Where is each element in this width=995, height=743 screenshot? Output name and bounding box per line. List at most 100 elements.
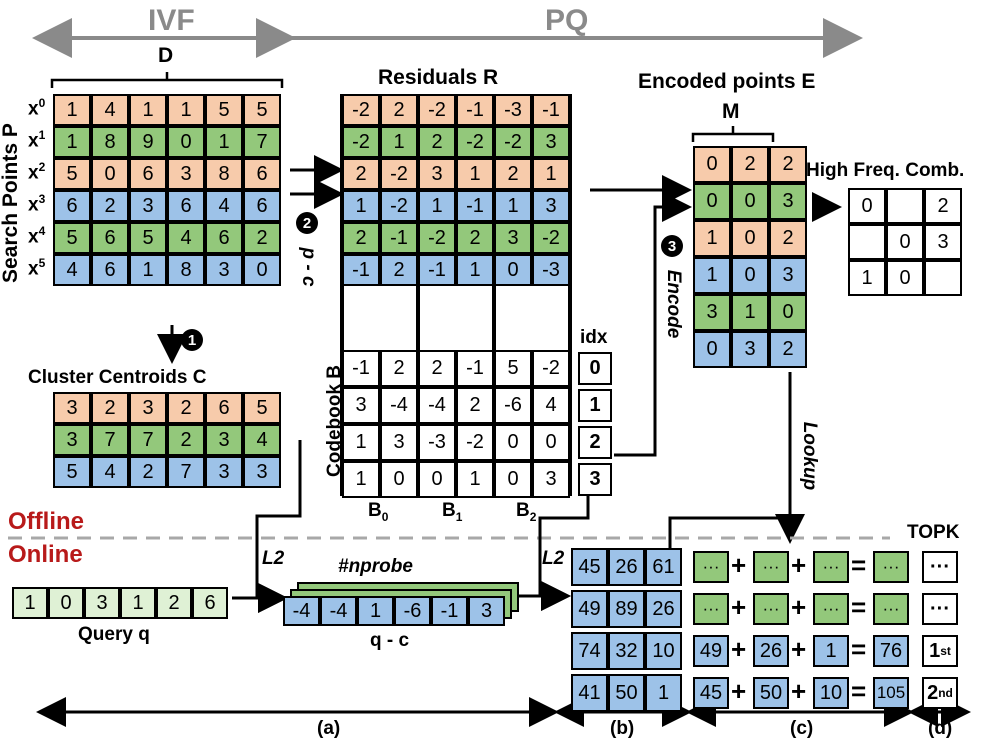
codebook-cell: 1 xyxy=(342,424,380,461)
search-point-cell: 5 xyxy=(53,158,91,190)
residual-cell: -1 xyxy=(418,254,456,286)
codebook-idx-cell: 1 xyxy=(578,389,612,422)
p-minus-c-label: p - c xyxy=(298,247,319,287)
step2-marker: 2 xyxy=(296,212,318,234)
query-cell: 0 xyxy=(48,587,84,619)
lut-cell: 32 xyxy=(608,632,645,670)
search-point-cell: 6 xyxy=(53,190,91,222)
sum-cell: 10 xyxy=(813,677,849,709)
search-point-cell: 0 xyxy=(243,254,281,286)
encoded-cell: 3 xyxy=(731,331,769,368)
sum-cell: 50 xyxy=(753,677,789,709)
idx-label: idx xyxy=(580,327,608,348)
codebook-cell: 3 xyxy=(532,461,570,498)
residual-cell: 1 xyxy=(342,190,380,222)
plus-sign: + xyxy=(791,676,807,706)
search-point-cell: 9 xyxy=(129,126,167,158)
high-freq-cell: 3 xyxy=(924,224,962,260)
lut-cell: 50 xyxy=(608,674,645,712)
centroid-cell: 3 xyxy=(205,456,243,488)
row-label: x4 xyxy=(28,224,46,248)
search-point-cell: 6 xyxy=(129,158,167,190)
row-label: x3 xyxy=(28,192,46,216)
residual-cell: 1 xyxy=(380,126,418,158)
sum-cell: 105 xyxy=(873,677,909,709)
search-point-cell: 6 xyxy=(243,158,281,190)
encoded-cell: 1 xyxy=(731,294,769,331)
residual-cell: -2 xyxy=(380,190,418,222)
nprobe-label: #nprobe xyxy=(338,556,413,577)
search-point-cell: 5 xyxy=(53,222,91,254)
codebook-cell: -3 xyxy=(418,424,456,461)
sum-cell: 76 xyxy=(873,635,909,667)
codebook-cell: -4 xyxy=(418,387,456,424)
codebook-cell: 2 xyxy=(380,350,418,387)
query-cell: 1 xyxy=(12,587,48,619)
offline-label: Offline xyxy=(8,508,84,535)
centroid-cell: 3 xyxy=(53,392,91,424)
high-freq-cell xyxy=(848,224,886,260)
encoded-title: Encoded points E xyxy=(638,70,816,93)
topk-label: TOPK xyxy=(907,522,960,543)
topk-cell: ··· xyxy=(922,551,958,583)
centroid-cell: 7 xyxy=(91,424,129,456)
centroid-cell: 5 xyxy=(243,392,281,424)
l2-label-b: L2 xyxy=(542,548,565,569)
query-label: Query q xyxy=(78,624,150,645)
residual-cell: 1 xyxy=(418,190,456,222)
encoded-cell: 2 xyxy=(731,146,769,183)
residual-cell: 3 xyxy=(494,222,532,254)
qc-cell: 3 xyxy=(468,596,505,626)
residual-cell: -1 xyxy=(380,222,418,254)
lookup-to-sum-line xyxy=(668,516,790,548)
ivf-label: IVF xyxy=(148,4,195,37)
pq-label: PQ xyxy=(545,4,589,37)
centroid-cell: 3 xyxy=(243,456,281,488)
qc-cell: -6 xyxy=(394,596,431,626)
sum-cell: 26 xyxy=(753,635,789,667)
encoded-cell: 2 xyxy=(769,146,807,183)
section-c-label: (c) xyxy=(790,718,814,739)
codebook-cell: 1 xyxy=(342,461,380,498)
centroid-cell: 7 xyxy=(167,456,205,488)
codebook-cell: -2 xyxy=(532,350,570,387)
residual-cell: 1 xyxy=(494,190,532,222)
equals-sign: = xyxy=(851,634,867,664)
search-point-cell: 2 xyxy=(91,190,129,222)
search-point-cell: 4 xyxy=(53,254,91,286)
encoded-cell: 0 xyxy=(731,183,769,220)
qc-cell: -4 xyxy=(283,596,320,626)
search-point-cell: 8 xyxy=(91,126,129,158)
sum-cell: ··· xyxy=(693,551,729,583)
encoded-cell: 3 xyxy=(693,294,731,331)
codebook-idx-cell: 0 xyxy=(578,352,612,385)
subspace-label: B0 xyxy=(368,500,389,524)
codebook-cell: 2 xyxy=(418,350,456,387)
high-freq-cell: 2 xyxy=(924,188,962,224)
plus-sign: + xyxy=(731,592,747,622)
search-point-cell: 5 xyxy=(129,222,167,254)
residual-cell: 1 xyxy=(532,158,570,190)
encoded-cell: 1 xyxy=(693,257,731,294)
centroid-cell: 4 xyxy=(91,456,129,488)
online-label: Online xyxy=(8,541,83,568)
codebook-cell: 3 xyxy=(342,387,380,424)
codebook-cell: 3 xyxy=(380,424,418,461)
search-point-cell: 0 xyxy=(167,126,205,158)
subspace-label: B2 xyxy=(516,500,537,524)
sum-cell: ··· xyxy=(813,593,849,625)
search-point-cell: 2 xyxy=(243,222,281,254)
search-point-cell: 6 xyxy=(91,222,129,254)
encoded-cell: 0 xyxy=(731,257,769,294)
section-a-label: (a) xyxy=(317,718,341,739)
subspace-label: B1 xyxy=(442,500,463,524)
centroids-title: Cluster Centroids C xyxy=(28,367,207,388)
residual-cell: -1 xyxy=(342,254,380,286)
lookup-label: Lookup xyxy=(799,421,820,491)
lut-cell: 45 xyxy=(571,548,608,586)
encoded-cell: 1 xyxy=(693,220,731,257)
centroid-cell: 2 xyxy=(91,392,129,424)
encoded-cell: 0 xyxy=(693,183,731,220)
residual-cell: -2 xyxy=(532,222,570,254)
